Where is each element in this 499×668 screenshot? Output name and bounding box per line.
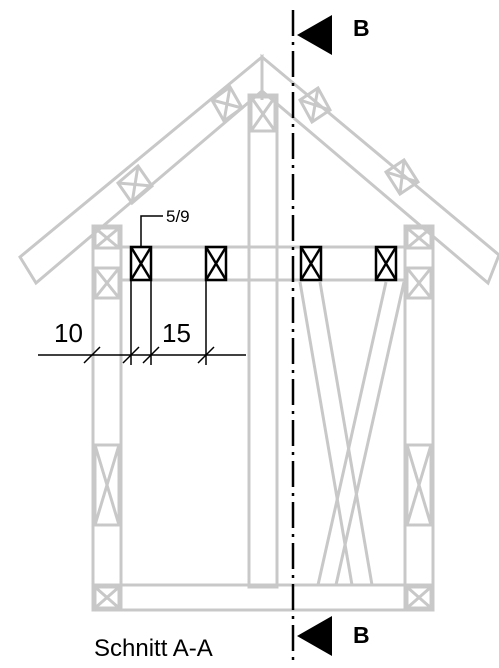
section-title: Schnitt A-A <box>94 635 213 662</box>
rafter-size-label: 5/9 <box>166 207 190 226</box>
rafter-section-3 <box>299 245 323 282</box>
roof <box>18 53 499 286</box>
king-post <box>247 93 279 589</box>
section-marker-top <box>297 15 332 55</box>
section-marker-bottom-label: B <box>353 622 370 648</box>
left-roof-block <box>115 84 244 206</box>
size-leader <box>140 215 163 247</box>
rafter-section-2 <box>204 245 228 282</box>
tick-1 <box>83 346 101 364</box>
section-marker-bottom <box>297 616 332 656</box>
right-rafter <box>260 53 499 286</box>
tick-4 <box>197 346 215 364</box>
dimension-lines <box>38 215 246 365</box>
tick-2 <box>122 346 140 364</box>
sill-beam <box>91 583 435 612</box>
cross-bracing <box>298 281 406 586</box>
rafter-section-4 <box>374 245 398 282</box>
right-roof-block <box>298 85 421 197</box>
section-marker-top-label: B <box>353 15 370 41</box>
section-arrow-bottom-icon <box>297 616 332 656</box>
rafter-sections <box>129 245 398 282</box>
section-arrow-top-icon <box>297 15 332 55</box>
dimension-15-label: 15 <box>162 318 191 348</box>
frame <box>91 93 435 612</box>
dimension-10-label: 10 <box>54 318 83 348</box>
rafter-section-1 <box>129 245 153 282</box>
tie-beam <box>119 245 407 282</box>
tick-3 <box>142 346 160 364</box>
